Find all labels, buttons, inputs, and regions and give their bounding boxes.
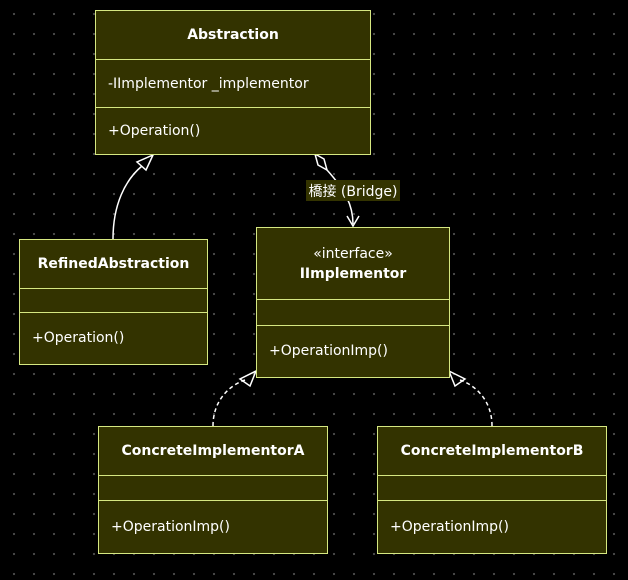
bridge-label: 橋接 (Bridge) <box>306 180 400 201</box>
class-name: IImplementor <box>299 265 407 282</box>
method-text: +OperationImp() <box>111 518 230 535</box>
method-section: +OperationImp() <box>257 325 449 376</box>
method-text: +OperationImp() <box>390 518 509 535</box>
attribute-section <box>257 299 449 325</box>
inheritance-line-refined <box>112 165 143 240</box>
realization-line-a <box>212 379 246 427</box>
realization-arrowhead-a <box>238 369 258 388</box>
class-name: ConcreteImplementorA <box>121 443 305 459</box>
class-iimplementor[interactable]: «interface» IImplementor +OperationImp() <box>256 227 450 378</box>
attribute-section <box>20 288 207 312</box>
attribute-text: -IImplementor _implementor <box>108 75 309 92</box>
class-name: Abstraction <box>187 27 279 43</box>
class-refined-header: RefinedAbstraction <box>20 240 207 288</box>
attribute-section <box>378 475 606 500</box>
attribute-section <box>99 475 327 500</box>
class-name: ConcreteImplementorB <box>400 443 584 459</box>
stereotype-label: «interface» <box>313 245 393 262</box>
bridge-arrowhead <box>346 215 360 228</box>
class-abstraction-header: Abstraction <box>96 11 370 59</box>
method-text: +Operation() <box>108 122 201 139</box>
method-section: +Operation() <box>20 312 207 363</box>
class-refined-abstraction[interactable]: RefinedAbstraction +Operation() <box>19 239 208 365</box>
class-concrete-implementor-b[interactable]: ConcreteImplementorB +OperationImp() <box>377 426 607 554</box>
class-concrete-b-header: ConcreteImplementorB <box>378 427 606 475</box>
realization-arrowhead-b <box>447 369 467 388</box>
class-concrete-implementor-a[interactable]: ConcreteImplementorA +OperationImp() <box>98 426 328 554</box>
method-text: +OperationImp() <box>269 343 388 359</box>
class-name: RefinedAbstraction <box>37 256 190 272</box>
method-section: +OperationImp() <box>378 500 606 552</box>
method-section: +OperationImp() <box>99 500 327 552</box>
realization-line-b <box>459 379 493 427</box>
inheritance-arrowhead-refined <box>135 153 155 172</box>
method-section: +Operation() <box>96 107 370 153</box>
method-text: +Operation() <box>32 330 125 346</box>
attribute-section: -IImplementor _implementor <box>96 59 370 107</box>
class-concrete-a-header: ConcreteImplementorA <box>99 427 327 475</box>
aggregation-diamond <box>313 152 329 172</box>
class-abstraction[interactable]: Abstraction -IImplementor _implementor +… <box>95 10 371 155</box>
class-iimplementor-header: «interface» IImplementor <box>257 228 449 299</box>
